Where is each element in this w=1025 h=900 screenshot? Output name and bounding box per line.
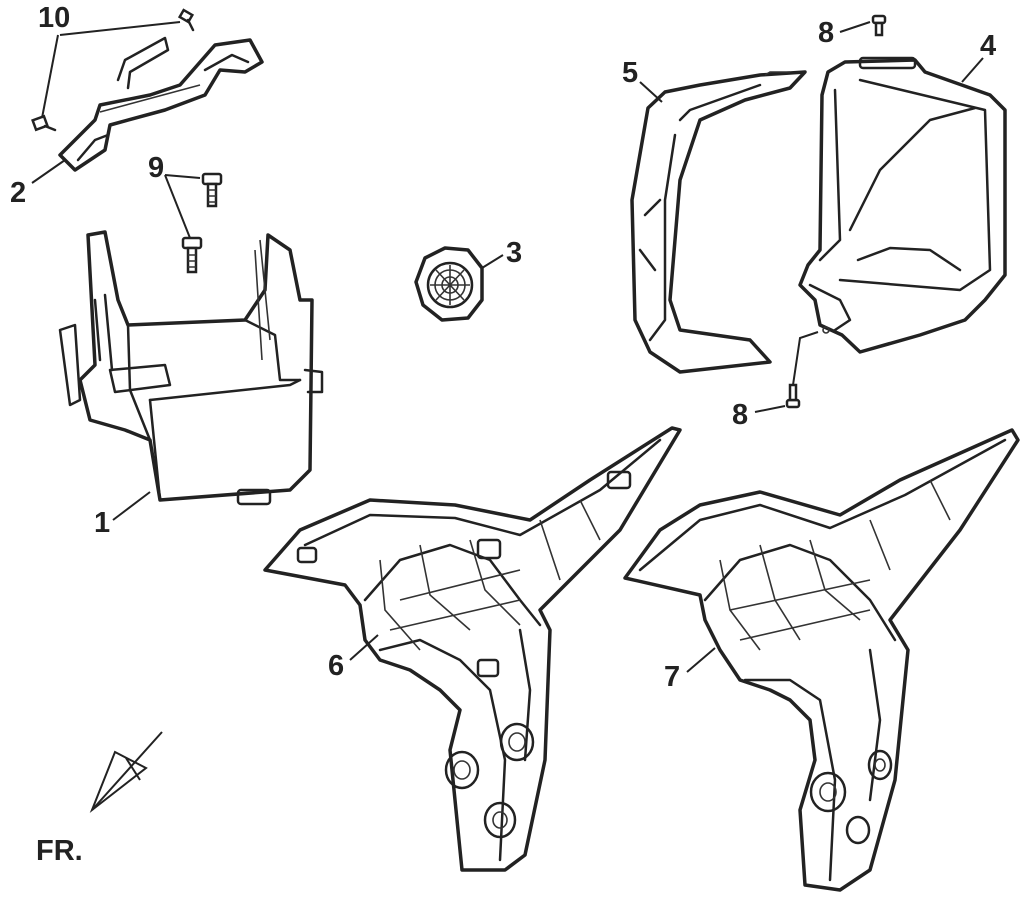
bolt-9-upper	[201, 172, 223, 208]
leader-10-left	[41, 34, 59, 119]
part-7-side-panel	[623, 428, 1020, 892]
leader-10-top	[59, 21, 181, 36]
callout-7: 7	[664, 661, 680, 693]
leader-9-upper	[164, 174, 201, 179]
callout-8-top: 8	[818, 17, 834, 49]
screw-8-top	[871, 14, 887, 37]
front-direction-arrow	[89, 731, 163, 814]
leader-5	[639, 81, 663, 103]
callout-8-bottom: 8	[732, 399, 748, 431]
callout-2: 2	[10, 177, 26, 209]
leader-2	[31, 159, 66, 184]
leader-1	[112, 491, 151, 521]
leader-8-top	[839, 21, 871, 33]
callout-3: 3	[506, 237, 522, 269]
part-1-box	[58, 230, 324, 506]
leader-lines	[31, 21, 984, 673]
bolt-10-left	[31, 114, 57, 132]
part-3-grommet	[414, 246, 484, 322]
callout-5: 5	[622, 57, 638, 89]
leader-6	[349, 634, 379, 661]
callout-1: 1	[94, 507, 110, 539]
leader-7	[686, 647, 716, 673]
callout-10: 10	[38, 2, 70, 34]
part-5-cover	[630, 70, 807, 374]
bolt-10-top	[177, 8, 195, 32]
callout-4: 4	[980, 30, 996, 62]
leader-9-lower	[164, 174, 191, 239]
part-4-cover	[798, 56, 1007, 354]
leader-8-bottom	[754, 405, 786, 413]
part-6-side-panel	[263, 426, 682, 872]
callout-9: 9	[148, 152, 164, 184]
bolt-9-lower	[181, 236, 203, 274]
leader-4	[961, 57, 984, 83]
callout-6: 6	[328, 650, 344, 682]
front-label: FR.	[36, 835, 83, 867]
leader-3	[481, 254, 504, 269]
leader-8-bottom-up	[792, 331, 819, 386]
part-2-bracket	[58, 36, 264, 172]
screw-8-bottom	[785, 383, 801, 409]
